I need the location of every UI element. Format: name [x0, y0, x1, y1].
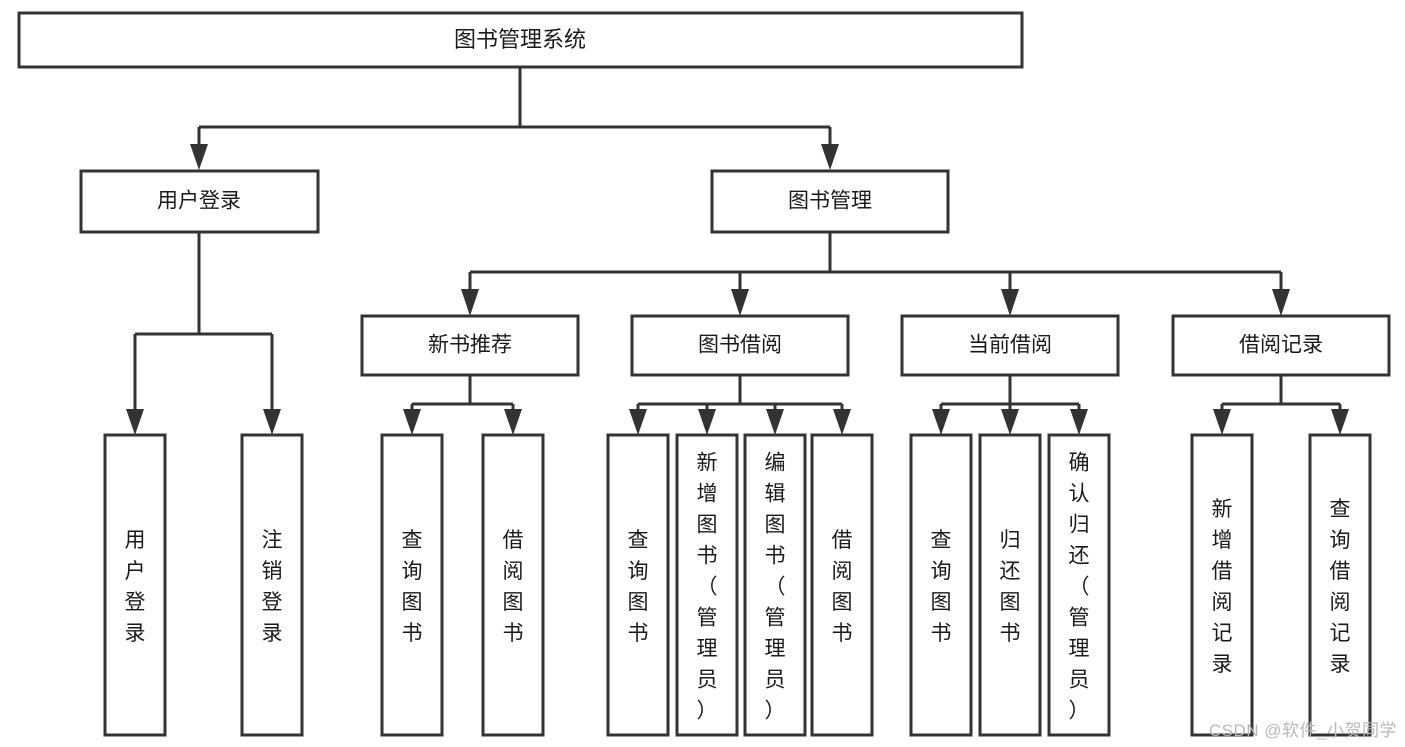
node-leaf-rec-query-book[interactable]	[380, 433, 444, 737]
node-book-manage-label: 图书管理	[788, 190, 872, 213]
node-borrow-record-box[interactable]	[1171, 314, 1391, 377]
node-leaf-cur-confirm-return-label: 确认归还（管理员）	[1069, 452, 1090, 723]
node-leaf-cur-return-book-box[interactable]	[978, 433, 1042, 737]
arrowhead-leaf-user-logout	[263, 409, 281, 435]
arrowhead-leaf-borrow-borrow-book	[833, 409, 851, 435]
node-leaf-cur-return-book-label: 归还图书	[1000, 529, 1021, 645]
arrowhead-leaf-rec-query-book	[403, 409, 421, 435]
node-leaf-cur-query-book[interactable]	[909, 433, 973, 737]
node-new-book-rec[interactable]: 新书推荐	[360, 314, 580, 377]
node-leaf-cur-confirm-return[interactable]	[1047, 433, 1111, 737]
arrowhead-book-borrow	[731, 289, 749, 316]
arrowhead-leaf-borrow-query-book	[629, 409, 647, 435]
node-leaf-rec-query-record[interactable]	[1308, 433, 1372, 737]
arrowhead-borrow-record	[1272, 289, 1290, 316]
node-leaf-borrow-borrow-book-label: 借阅图书	[832, 529, 853, 645]
node-borrow-record[interactable]: 借阅记录	[1171, 314, 1391, 377]
arrowhead-leaf-cur-confirm-return	[1070, 409, 1088, 435]
node-leaf-rec-query-record-box[interactable]	[1308, 433, 1372, 737]
node-current-borrow-label: 当前借阅	[968, 334, 1052, 357]
arrowhead-leaf-cur-return-book	[1001, 409, 1019, 435]
leaf-label-layer: 用户登录 注销登录 查询图书 借阅图书 查询图书 新增图书（管理员） 编辑图书（管理员） 借阅…	[125, 452, 1351, 723]
node-book-manage[interactable]: 图书管理	[710, 169, 950, 234]
node-root-label: 图书管理系统	[454, 27, 586, 52]
node-leaf-rec-query-book-label: 查询图书	[402, 529, 423, 645]
node-book-manage-box[interactable]	[710, 169, 950, 234]
node-leaf-rec-add-record-label: 新增借阅记录	[1212, 498, 1233, 676]
node-current-borrow[interactable]: 当前借阅	[900, 314, 1120, 377]
node-user-login[interactable]: 用户登录	[79, 169, 320, 234]
node-leaf-borrow-edit-book[interactable]	[743, 433, 807, 737]
arrowhead-leaf-rec-query-record	[1331, 409, 1349, 435]
node-leaf-borrow-query-book[interactable]	[606, 433, 670, 737]
node-leaf-borrow-query-book-label: 查询图书	[628, 529, 649, 645]
node-new-book-rec-label: 新书推荐	[428, 334, 512, 357]
node-leaf-rec-borrow-book[interactable]	[481, 433, 545, 737]
node-leaf-rec-add-record[interactable]	[1190, 433, 1254, 737]
node-book-borrow[interactable]: 图书借阅	[630, 314, 850, 377]
node-leaf-rec-query-record-label: 查询借阅记录	[1330, 498, 1351, 676]
arrowhead-leaf-rec-borrow-book	[504, 409, 522, 435]
node-leaf-borrow-add-book-label: 新增图书（管理员）	[697, 452, 718, 723]
node-leaf-borrow-query-book-box[interactable]	[606, 433, 670, 737]
watermark-text: CSDN @软件_小贺同学	[1208, 721, 1397, 740]
node-user-login-box[interactable]	[79, 169, 320, 234]
arrowhead-leaf-user-login	[126, 409, 144, 435]
node-leaf-borrow-borrow-book-box[interactable]	[810, 433, 874, 737]
node-leaf-rec-borrow-book-box[interactable]	[481, 433, 545, 737]
node-leaf-cur-return-book[interactable]	[978, 433, 1042, 737]
arrowhead-user-login	[190, 144, 208, 170]
node-new-book-rec-box[interactable]	[360, 314, 580, 377]
node-leaf-borrow-edit-book-box[interactable]	[743, 433, 807, 737]
arrowhead-new-book-rec	[461, 289, 479, 316]
node-leaf-cur-query-book-box[interactable]	[909, 433, 973, 737]
node-leaf-user-login[interactable]	[103, 433, 167, 737]
node-leaf-user-logout-label: 注销登录	[262, 529, 283, 645]
node-leaf-user-logout[interactable]	[240, 433, 304, 737]
node-current-borrow-box[interactable]	[900, 314, 1120, 377]
arrowhead-book-manage	[821, 144, 839, 170]
arrowhead-current-borrow	[1001, 289, 1019, 316]
node-leaf-borrow-add-book[interactable]	[675, 433, 739, 737]
arrowhead-leaf-borrow-add-book	[698, 409, 716, 435]
node-leaf-borrow-add-book-box[interactable]	[675, 433, 739, 737]
node-leaf-user-login-box[interactable]	[103, 433, 167, 737]
node-leaf-user-login-label: 用户登录	[125, 529, 146, 645]
arrowhead-leaf-rec-add-record	[1213, 409, 1231, 435]
node-leaf-borrow-borrow-book[interactable]	[810, 433, 874, 737]
node-leaf-rec-borrow-book-label: 借阅图书	[503, 529, 524, 645]
node-borrow-record-label: 借阅记录	[1239, 334, 1323, 357]
arrowhead-leaf-borrow-edit-book	[766, 409, 784, 435]
arrowhead-leaf-cur-query-book	[932, 409, 950, 435]
node-user-login-label: 用户登录	[157, 190, 241, 213]
connector-layer	[126, 68, 1349, 435]
node-book-borrow-box[interactable]	[630, 314, 850, 377]
node-leaf-user-logout-box[interactable]	[240, 433, 304, 737]
node-book-borrow-label: 图书借阅	[698, 334, 782, 357]
node-leaf-cur-confirm-return-box[interactable]	[1047, 433, 1111, 737]
node-leaf-rec-add-record-box[interactable]	[1190, 433, 1254, 737]
node-root-box[interactable]	[17, 11, 1024, 69]
node-leaf-rec-query-book-box[interactable]	[380, 433, 444, 737]
node-leaf-cur-query-book-label: 查询图书	[931, 529, 952, 645]
node-root[interactable]: 图书管理系统	[17, 11, 1024, 69]
node-leaf-borrow-edit-book-label: 编辑图书（管理员）	[765, 452, 786, 723]
